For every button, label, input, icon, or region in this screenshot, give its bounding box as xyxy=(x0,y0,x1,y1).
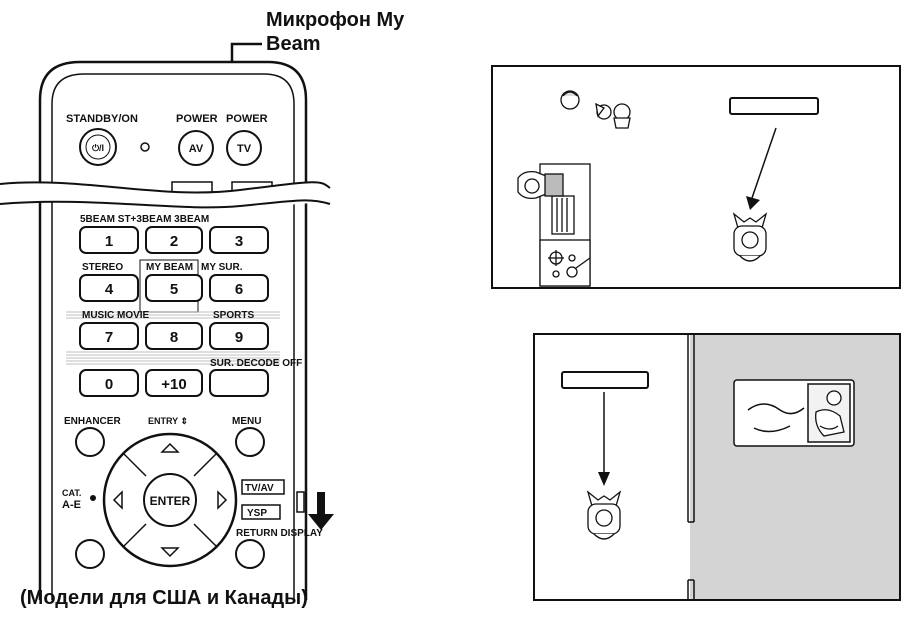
enhancer-button[interactable] xyxy=(75,427,105,457)
listener-icon xyxy=(732,212,768,262)
return-button[interactable] xyxy=(75,539,105,569)
people-group-icon xyxy=(560,90,631,129)
mic-callout-title: Микрофон My Beam xyxy=(266,8,506,56)
enter-text: ENTER xyxy=(150,494,191,508)
av-button-text: AV xyxy=(189,143,204,155)
display-button[interactable] xyxy=(235,539,265,569)
right-arrow-icon[interactable] xyxy=(217,490,228,510)
enhancer-label: ENHANCER xyxy=(64,416,121,427)
svg-text:6: 6 xyxy=(235,281,243,298)
svg-text:2: 2 xyxy=(170,233,178,250)
slide-down-arrow-icon xyxy=(308,492,334,530)
key-0[interactable]: 0 xyxy=(79,369,139,397)
standby-button[interactable]: ⏻/I xyxy=(79,128,117,166)
svg-text:3: 3 xyxy=(235,233,243,250)
svg-text:8: 8 xyxy=(170,329,178,346)
key-9[interactable]: 9 xyxy=(209,322,269,350)
standby-label: STANDBY/ON xyxy=(66,113,138,125)
mic-callout-line2: Beam xyxy=(266,33,321,55)
listener-icon xyxy=(586,490,622,540)
speaker-bar xyxy=(729,97,819,115)
model-caption: (Модели для США и Канады) xyxy=(20,587,308,609)
indicator-led xyxy=(140,142,150,152)
cat-ae-label: A-E xyxy=(62,499,81,511)
key-plus-10[interactable]: +10 xyxy=(145,369,203,397)
ysp-label: YSP xyxy=(247,508,267,519)
menu-button[interactable] xyxy=(235,427,265,457)
room-outline xyxy=(533,333,901,601)
svg-text:+10: +10 xyxy=(161,376,186,393)
remote-control: STANDBY/ON POWER POWER ⏻/I AV TV 5BEAM S… xyxy=(0,42,334,600)
beam-arrowhead-icon xyxy=(746,196,760,210)
svg-text:1: 1 xyxy=(105,233,113,250)
mic-callout-line1: Микрофон My xyxy=(266,9,405,31)
left-arrow-icon[interactable] xyxy=(112,490,123,510)
key-8[interactable]: 8 xyxy=(145,322,203,350)
svg-text:0: 0 xyxy=(105,376,113,393)
room-diagram-bottom xyxy=(533,333,901,601)
mic-callout-line xyxy=(230,42,262,62)
key-5-my-beam[interactable]: 5 xyxy=(145,274,203,302)
power-tv-label: POWER xyxy=(226,113,268,125)
down-arrow-icon[interactable] xyxy=(160,547,180,558)
power-tv-button[interactable]: TV xyxy=(226,130,262,166)
svg-text:9: 9 xyxy=(235,329,243,346)
power-av-label: POWER xyxy=(176,113,218,125)
menu-label: MENU xyxy=(232,416,261,427)
desk-icon xyxy=(539,163,591,287)
sports-label: SPORTS xyxy=(213,310,254,321)
sleeping-person-icon xyxy=(815,390,845,437)
entry-label: ENTRY ⇕ xyxy=(148,416,188,426)
my-sur-label: MY SUR. xyxy=(201,262,243,273)
return-display-label: RETURN DISPLAY xyxy=(236,528,323,539)
music-movie-label: MUSIC MOVIE xyxy=(82,310,150,321)
up-arrow-icon[interactable] xyxy=(160,442,180,453)
key-3[interactable]: 3 xyxy=(209,226,269,254)
person-at-desk-icon xyxy=(517,170,564,200)
row1-label: 5BEAM ST+3BEAM 3BEAM xyxy=(80,214,209,225)
tv-button-text: TV xyxy=(237,143,252,155)
key-7[interactable]: 7 xyxy=(79,322,139,350)
sur-decode-off-button[interactable] xyxy=(209,369,269,397)
tv-av-ysp-switch[interactable]: TV/AV YSP xyxy=(241,479,305,520)
power-av-button[interactable]: AV xyxy=(178,130,214,166)
cat-dot xyxy=(90,495,96,501)
speaker-bar xyxy=(561,371,649,389)
beam-arrowhead-icon xyxy=(598,472,610,486)
key-6[interactable]: 6 xyxy=(209,274,269,302)
stereo-label: STEREO xyxy=(82,262,123,273)
key-4[interactable]: 4 xyxy=(79,274,139,302)
room-diagram-top xyxy=(491,65,901,289)
sur-decode-label: SUR. DECODE OFF xyxy=(210,358,302,369)
svg-text:4: 4 xyxy=(105,281,114,298)
svg-text:7: 7 xyxy=(105,329,113,346)
svg-text:5: 5 xyxy=(170,281,178,298)
enter-button[interactable]: ENTER xyxy=(143,473,197,527)
tvav-label: TV/AV xyxy=(245,483,274,494)
adjacent-room-shading xyxy=(690,334,900,600)
break-line-bottom xyxy=(0,199,331,209)
standby-symbol: ⏻/I xyxy=(92,143,104,153)
beam-line xyxy=(751,127,777,199)
break-fill xyxy=(0,182,330,209)
my-beam-label: MY BEAM xyxy=(146,262,193,273)
d-pad: ENTER xyxy=(102,432,238,568)
cat-label: CAT. xyxy=(62,488,81,498)
key-2[interactable]: 2 xyxy=(145,226,203,254)
key-1[interactable]: 1 xyxy=(79,226,139,254)
hatched-band xyxy=(66,311,280,365)
break-line-top xyxy=(0,181,331,194)
